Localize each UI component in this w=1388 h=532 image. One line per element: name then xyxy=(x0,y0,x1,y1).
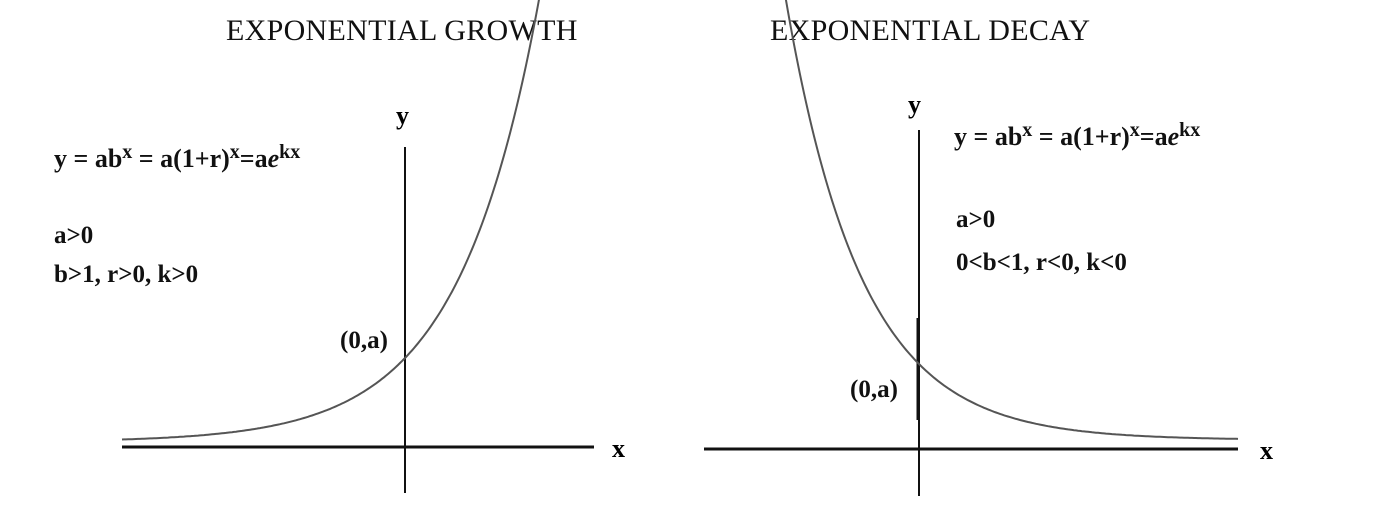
growth-eq-e: e xyxy=(267,144,280,173)
decay-condition-brk: 0<b<1, r<0, k<0 xyxy=(956,249,1127,276)
decay-eq-exponent: x xyxy=(1022,119,1033,141)
decay-title: EXPONENTIAL DECAY xyxy=(770,14,1091,47)
growth-eq-part: =a xyxy=(239,144,268,173)
growth-y-label: y xyxy=(396,101,409,130)
decay-point-label: (0,a) xyxy=(850,376,898,403)
decay-equation: y = abx = a(1+r)x=aekx xyxy=(954,120,1200,151)
decay-x-label: x xyxy=(1260,436,1273,465)
growth-x-label: x xyxy=(612,434,625,463)
growth-eq-exponent: x xyxy=(229,141,240,163)
growth-eq-exponent: kx xyxy=(279,141,301,163)
decay-eq-part: =a xyxy=(1139,122,1168,151)
decay-eq-exponent: x xyxy=(1129,119,1140,141)
decay-eq-e: e xyxy=(1167,122,1180,151)
decay-eq-part: = a(1+r) xyxy=(1032,122,1130,151)
decay-y-label: y xyxy=(908,90,921,119)
growth-title: EXPONENTIAL GROWTH xyxy=(226,14,578,47)
growth-equation: y = abx = a(1+r)x=aekx xyxy=(54,142,300,173)
growth-condition-a: a>0 xyxy=(54,222,94,249)
decay-curve xyxy=(784,0,1239,440)
decay-eq-exponent: kx xyxy=(1179,119,1201,141)
decay-eq-part: y = ab xyxy=(954,122,1023,151)
growth-point-label: (0,a) xyxy=(340,327,388,354)
growth-condition-brk: b>1, r>0, k>0 xyxy=(54,261,199,288)
growth-eq-part: y = ab xyxy=(54,144,123,173)
growth-eq-part: = a(1+r) xyxy=(132,144,230,173)
growth-eq-exponent: x xyxy=(122,141,133,163)
growth-curve xyxy=(121,0,540,441)
decay-condition-a: a>0 xyxy=(956,206,996,233)
